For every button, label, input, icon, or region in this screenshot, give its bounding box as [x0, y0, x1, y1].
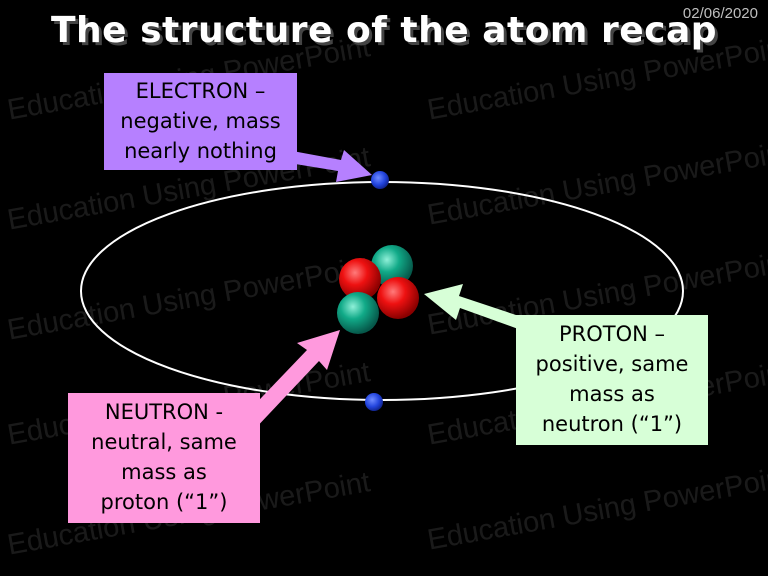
electron-label: ELECTRON – negative, mass nearly nothing — [104, 73, 297, 170]
neutron-particle — [371, 245, 413, 287]
proton-particle — [377, 277, 419, 319]
neutron-arrow — [240, 330, 340, 432]
slide-date: 02/06/2020 — [682, 5, 758, 22]
proton-label: PROTON – positive, same mass as neutron … — [516, 315, 708, 445]
proton-particle — [339, 258, 381, 300]
electron-particle — [371, 171, 389, 189]
electron-particle — [365, 393, 383, 411]
electron-arrow — [283, 150, 372, 182]
slide-title: The structure of the atom recap — [50, 10, 718, 51]
neutron-particle — [337, 292, 379, 334]
neutron-label: NEUTRON - neutral, same mass as proton (… — [68, 393, 260, 523]
proton-arrow — [424, 284, 525, 330]
